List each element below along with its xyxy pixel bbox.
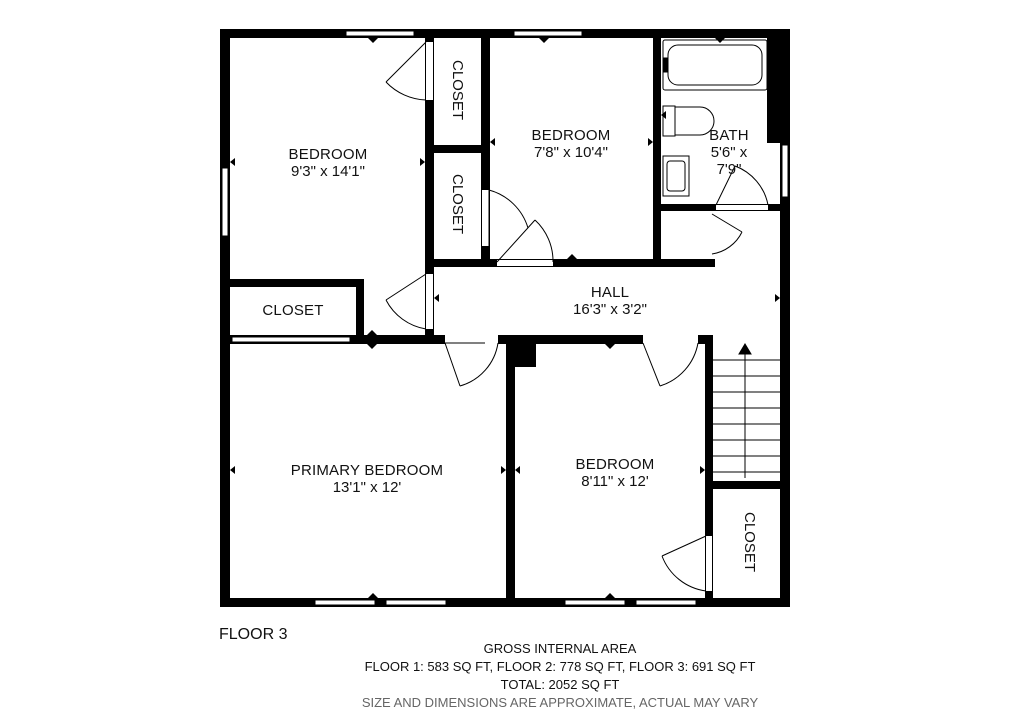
wall-outer-top	[220, 29, 790, 38]
room-bedroom-nw: BEDROOM 9'3" x 14'1"	[248, 146, 408, 180]
wall-bath-corner	[767, 29, 790, 143]
room-name: BEDROOM	[575, 456, 655, 473]
room-dims: 13'1" x 12'	[332, 479, 402, 496]
room-primary-bedroom: PRIMARY BEDROOM 13'1" x 12'	[262, 462, 472, 496]
wall-right-closet-top	[705, 481, 790, 489]
wall-outer-right	[780, 29, 790, 607]
bath-fixtures	[662, 39, 768, 197]
window-bottom-2	[385, 599, 447, 606]
wall-closet-divider	[425, 145, 490, 153]
wall-left-closet-top	[220, 279, 364, 287]
footer-total-area: TOTAL: 2052 SQ FT	[500, 677, 620, 692]
room-name: BATH	[709, 127, 749, 144]
wall-bedroom-bath	[653, 29, 661, 267]
room-bedroom-se: BEDROOM 8'11" x 12'	[545, 456, 685, 490]
window-bottom-1	[314, 599, 376, 606]
wall-bedroom-closet	[425, 29, 434, 339]
room-bath: BATH 5'6" x 7'9"	[698, 127, 760, 178]
closet-right-label: CLOSET	[741, 512, 758, 573]
window-bottom-4	[635, 599, 697, 606]
wall-left-closet-right	[356, 279, 364, 339]
stairs	[713, 343, 780, 478]
wall-linen	[653, 204, 661, 267]
room-name: HALL	[590, 284, 630, 301]
window-bottom-3	[564, 599, 626, 606]
wall-outer-bottom	[220, 598, 790, 607]
room-name: BEDROOM	[531, 127, 611, 144]
footer-disclaimer: SIZE AND DIMENSIONS ARE APPROXIMATE, ACT…	[361, 695, 759, 710]
wall-outer-left	[220, 29, 230, 607]
door-gaps	[426, 42, 768, 591]
floor-label: FLOOR 3	[219, 626, 288, 643]
door-swings	[385, 41, 769, 592]
room-bedroom-mid: BEDROOM 7'8" x 10'4"	[496, 127, 646, 161]
window-right	[781, 144, 789, 198]
room-hall: HALL 16'3" x 3'2"	[530, 284, 690, 318]
closet-left-label: CLOSET	[236, 302, 350, 319]
window-top-mid	[513, 30, 583, 37]
room-name: BEDROOM	[288, 146, 368, 163]
room-dims: 5'6" x 7'9"	[710, 144, 748, 178]
wall-stairs-left	[705, 335, 713, 607]
wall-hall-top	[425, 259, 715, 267]
toilet-tank	[662, 105, 676, 137]
window-left	[221, 167, 229, 237]
closet-mid-label: CLOSET	[449, 174, 466, 235]
closet-top-label: CLOSET	[449, 60, 466, 121]
slider-door	[231, 336, 351, 343]
footer-heading: GROSS INTERNAL AREA	[483, 641, 637, 656]
wall-hall-bottom-mid	[498, 335, 643, 344]
windows	[221, 30, 789, 606]
dimension-markers	[230, 38, 780, 598]
room-name: PRIMARY BEDROOM	[290, 462, 444, 479]
room-dims: 16'3" x 3'2"	[573, 301, 647, 318]
room-name: CLOSET	[262, 302, 324, 319]
window-top-left	[345, 30, 415, 37]
footer-floors-area: FLOOR 1: 583 SQ FT, FLOOR 2: 778 SQ FT, …	[364, 659, 756, 674]
toilet-bowl	[674, 106, 715, 136]
wall-bedroom-divider	[506, 335, 515, 607]
room-dims: 8'11" x 12'	[581, 473, 649, 490]
room-dims: 9'3" x 14'1"	[291, 163, 365, 180]
room-dims: 7'8" x 10'4"	[534, 144, 608, 161]
